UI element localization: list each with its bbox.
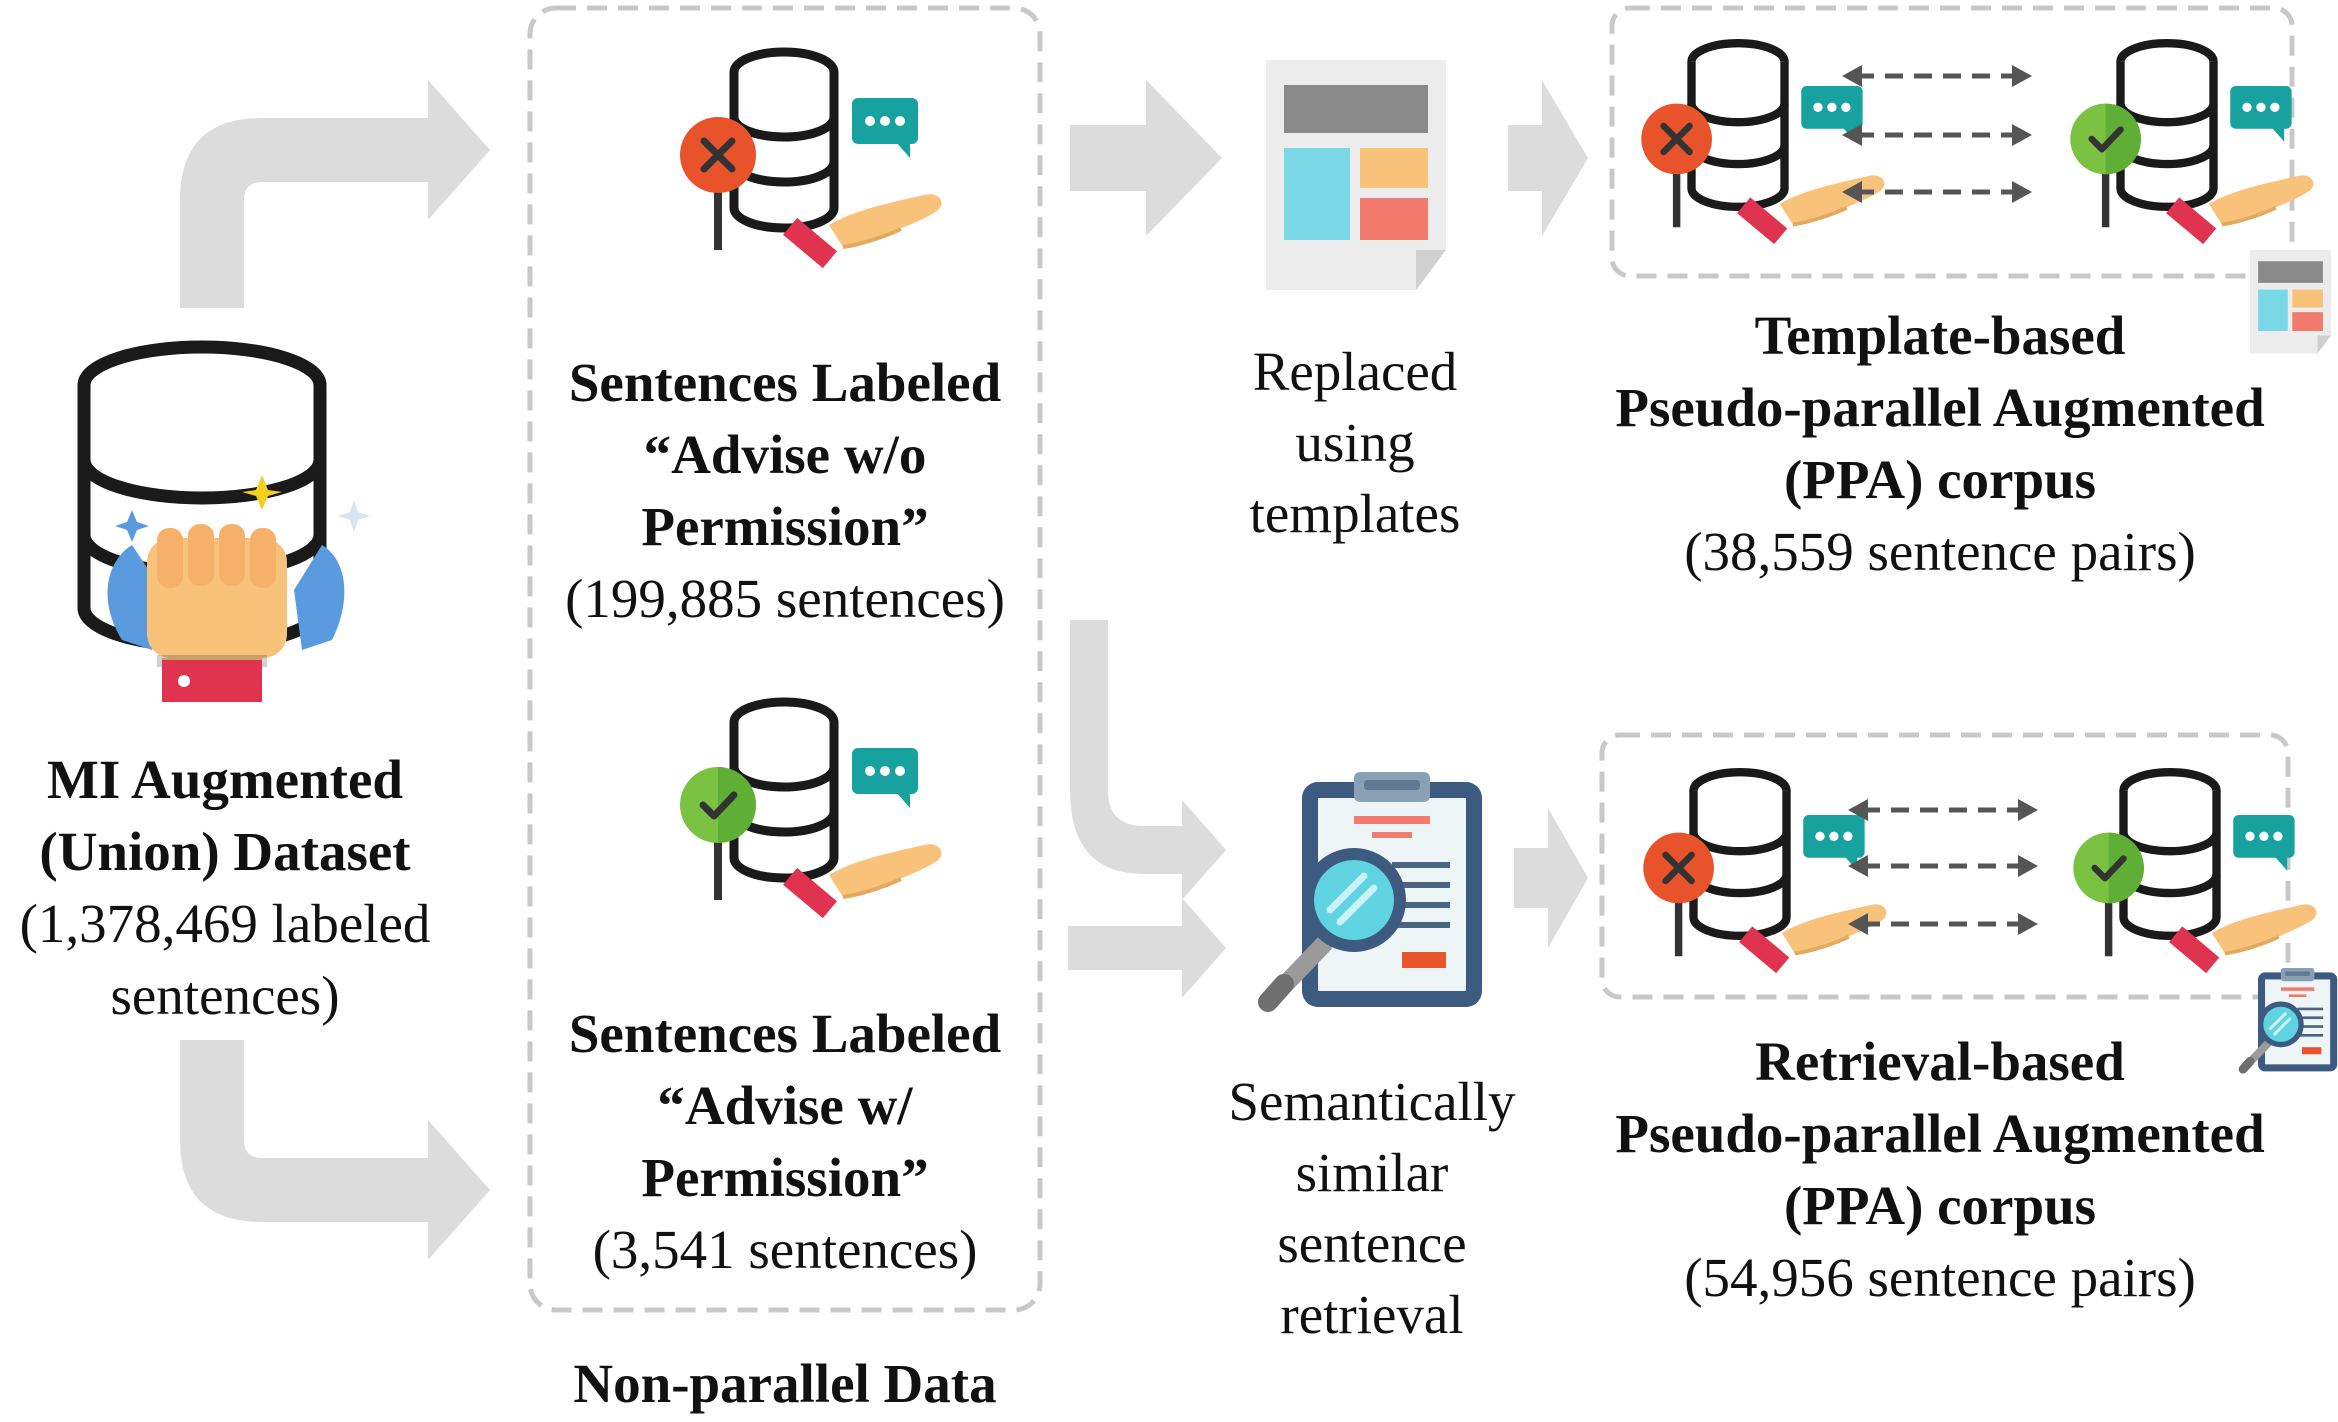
template-step-line1: Replaced: [1252, 341, 1458, 402]
advise-with-count: (3,541 sentences): [592, 1219, 978, 1280]
advise-with-label: Sentences Labeled “Advise w/ Permission”…: [535, 998, 1035, 1286]
advise-without-line1: Sentences Labeled: [568, 352, 1002, 413]
source-label: MI Augmented (Union) Dataset (1,378,469 …: [0, 744, 450, 1032]
arrow-curve-to-retrieval: [1070, 620, 1226, 900]
dashed-boxes: [527, 5, 2295, 1313]
source-title-line2: (Union) Dataset: [39, 821, 411, 882]
retrieval-step-line1: Semantically: [1228, 1071, 1516, 1132]
advise-without-label: Sentences Labeled “Advise w/o Permission…: [535, 347, 1035, 635]
template-ppa-db-check: [2070, 43, 2313, 244]
advise-with-line3: Permission”: [641, 1147, 929, 1208]
arrow-source-to-top: [180, 80, 490, 308]
template-step-label: Replaced using templates: [1210, 336, 1500, 549]
database-check-badge-icon: [680, 702, 941, 918]
arrow-source-to-bottom: [180, 1040, 490, 1260]
template-ppa-line3: (PPA) corpus: [1783, 449, 2097, 510]
non-parallel-box: [527, 5, 1043, 1313]
retrieval-ppa-line1: Retrieval-based: [1755, 1031, 2125, 1092]
non-parallel-caption: Non-parallel Data: [573, 1353, 997, 1414]
advise-with-line2: “Advise w/: [657, 1075, 913, 1136]
arrow-to-template: [1070, 80, 1222, 236]
retrieval-ppa-box: [1599, 732, 2291, 1000]
template-ppa-count: (38,559 sentence pairs): [1684, 521, 2196, 582]
retrieval-step-label: Semantically similar sentence retrieval: [1212, 1066, 1532, 1350]
clipboard-magnifier-icon: [1268, 772, 1482, 1007]
flow-arrows: [180, 80, 1588, 1260]
advise-without-line3: Permission”: [641, 496, 929, 557]
template-step-line3: templates: [1249, 483, 1461, 544]
advise-with-line1: Sentences Labeled: [568, 1003, 1002, 1064]
template-ppa-box: [1609, 5, 2295, 279]
advise-without-line2: “Advise w/o: [643, 424, 927, 485]
source-title-line1: MI Augmented: [47, 749, 403, 810]
template-ppa-line2: Pseudo-parallel Augmented: [1615, 377, 2265, 438]
template-step-line2: using: [1295, 412, 1415, 473]
retrieval-step-line4: retrieval: [1280, 1284, 1464, 1345]
retrieval-ppa-label: Retrieval-based Pseudo-parallel Augmente…: [1560, 1026, 2320, 1314]
template-document-icon: [1266, 60, 1446, 290]
database-x-badge-icon: [680, 52, 941, 268]
template-ppa-line1: Template-based: [1754, 305, 2126, 366]
arrow-template-to-ppa: [1508, 80, 1588, 236]
retrieval-step-line2: similar: [1295, 1142, 1449, 1203]
source-count-line1: (1,378,469 labeled: [19, 893, 431, 954]
arrow-to-retrieval: [1068, 898, 1226, 998]
retrieval-ppa-line2: Pseudo-parallel Augmented: [1615, 1103, 2265, 1164]
template-ppa-label: Template-based Pseudo-parallel Augmented…: [1560, 300, 2320, 588]
source-count-line2: sentences): [110, 965, 340, 1026]
retrieval-ppa-count: (54,956 sentence pairs): [1684, 1247, 2196, 1308]
retrieval-step-line3: sentence: [1277, 1213, 1467, 1274]
retrieval-ppa-line3: (PPA) corpus: [1783, 1175, 2097, 1236]
retrieval-ppa-db-x: [1643, 772, 1886, 973]
retrieval-ppa-db-check: [2073, 772, 2316, 973]
advise-without-count: (199,885 sentences): [565, 568, 1005, 629]
database-fist-icon: [84, 347, 370, 702]
arrow-retrieval-to-ppa: [1514, 808, 1588, 948]
